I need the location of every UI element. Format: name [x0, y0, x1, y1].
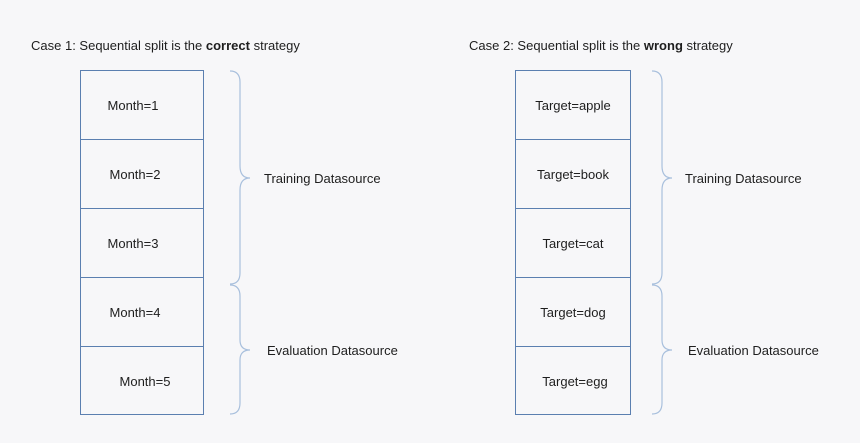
case1-cell-3-label: Month=3	[107, 235, 159, 251]
case1-title-prefix: Case 1: Sequential split is the	[31, 38, 206, 53]
case1-cell-1-label: Month=1	[107, 97, 159, 113]
case1-cell-5: Month=5	[81, 347, 203, 415]
case2-cell-3: Target=cat	[516, 209, 630, 278]
case2-training-brace	[651, 70, 673, 285]
case2-cell-4: Target=dog	[516, 278, 630, 347]
case2-training-label: Training Datasource	[685, 171, 802, 186]
case1-title-bold: correct	[205, 38, 250, 53]
case1-training-label: Training Datasource	[264, 171, 381, 186]
case2-title: Case 2: Sequential split is the wrong st…	[469, 38, 733, 53]
case2-evaluation-brace	[651, 284, 673, 415]
case1-cell-5-label: Month=5	[119, 373, 171, 389]
case1-title: Case 1: Sequential split is the correct …	[31, 38, 300, 53]
case2-cell-2-label: Target=book	[537, 166, 609, 182]
case2-cell-5-label: Target=egg	[542, 373, 608, 389]
case2-title-bold: wrong	[643, 38, 683, 53]
case1-cell-3: Month=3	[81, 209, 203, 278]
case2-cell-2: Target=book	[516, 140, 630, 209]
case1-cell-2-label: Month=2	[109, 166, 161, 182]
case2-cell-1-label: Target=apple	[535, 97, 611, 113]
case1-evaluation-brace	[229, 284, 251, 415]
case1-data-stack: Month=1 Month=2 Month=3 Month=4 Month=5	[80, 70, 204, 415]
case2-evaluation-label: Evaluation Datasource	[688, 343, 819, 358]
case2-cell-4-label: Target=dog	[540, 304, 606, 320]
case1-cell-4: Month=4	[81, 278, 203, 347]
case1-title-suffix: strategy	[249, 38, 300, 53]
case2-cell-5: Target=egg	[516, 347, 630, 415]
case1-cell-2: Month=2	[81, 140, 203, 209]
case1-evaluation-label: Evaluation Datasource	[267, 343, 398, 358]
case2-cell-1: Target=apple	[516, 71, 630, 140]
case1-cell-1: Month=1	[81, 71, 203, 140]
case1-training-brace	[229, 70, 251, 285]
case2-cell-3-label: Target=cat	[542, 235, 604, 251]
case2-title-prefix: Case 2: Sequential split is the	[469, 38, 644, 53]
case2-title-suffix: strategy	[682, 38, 733, 53]
case2-data-stack: Target=apple Target=book Target=cat Targ…	[515, 70, 631, 415]
case1-cell-4-label: Month=4	[109, 304, 161, 320]
